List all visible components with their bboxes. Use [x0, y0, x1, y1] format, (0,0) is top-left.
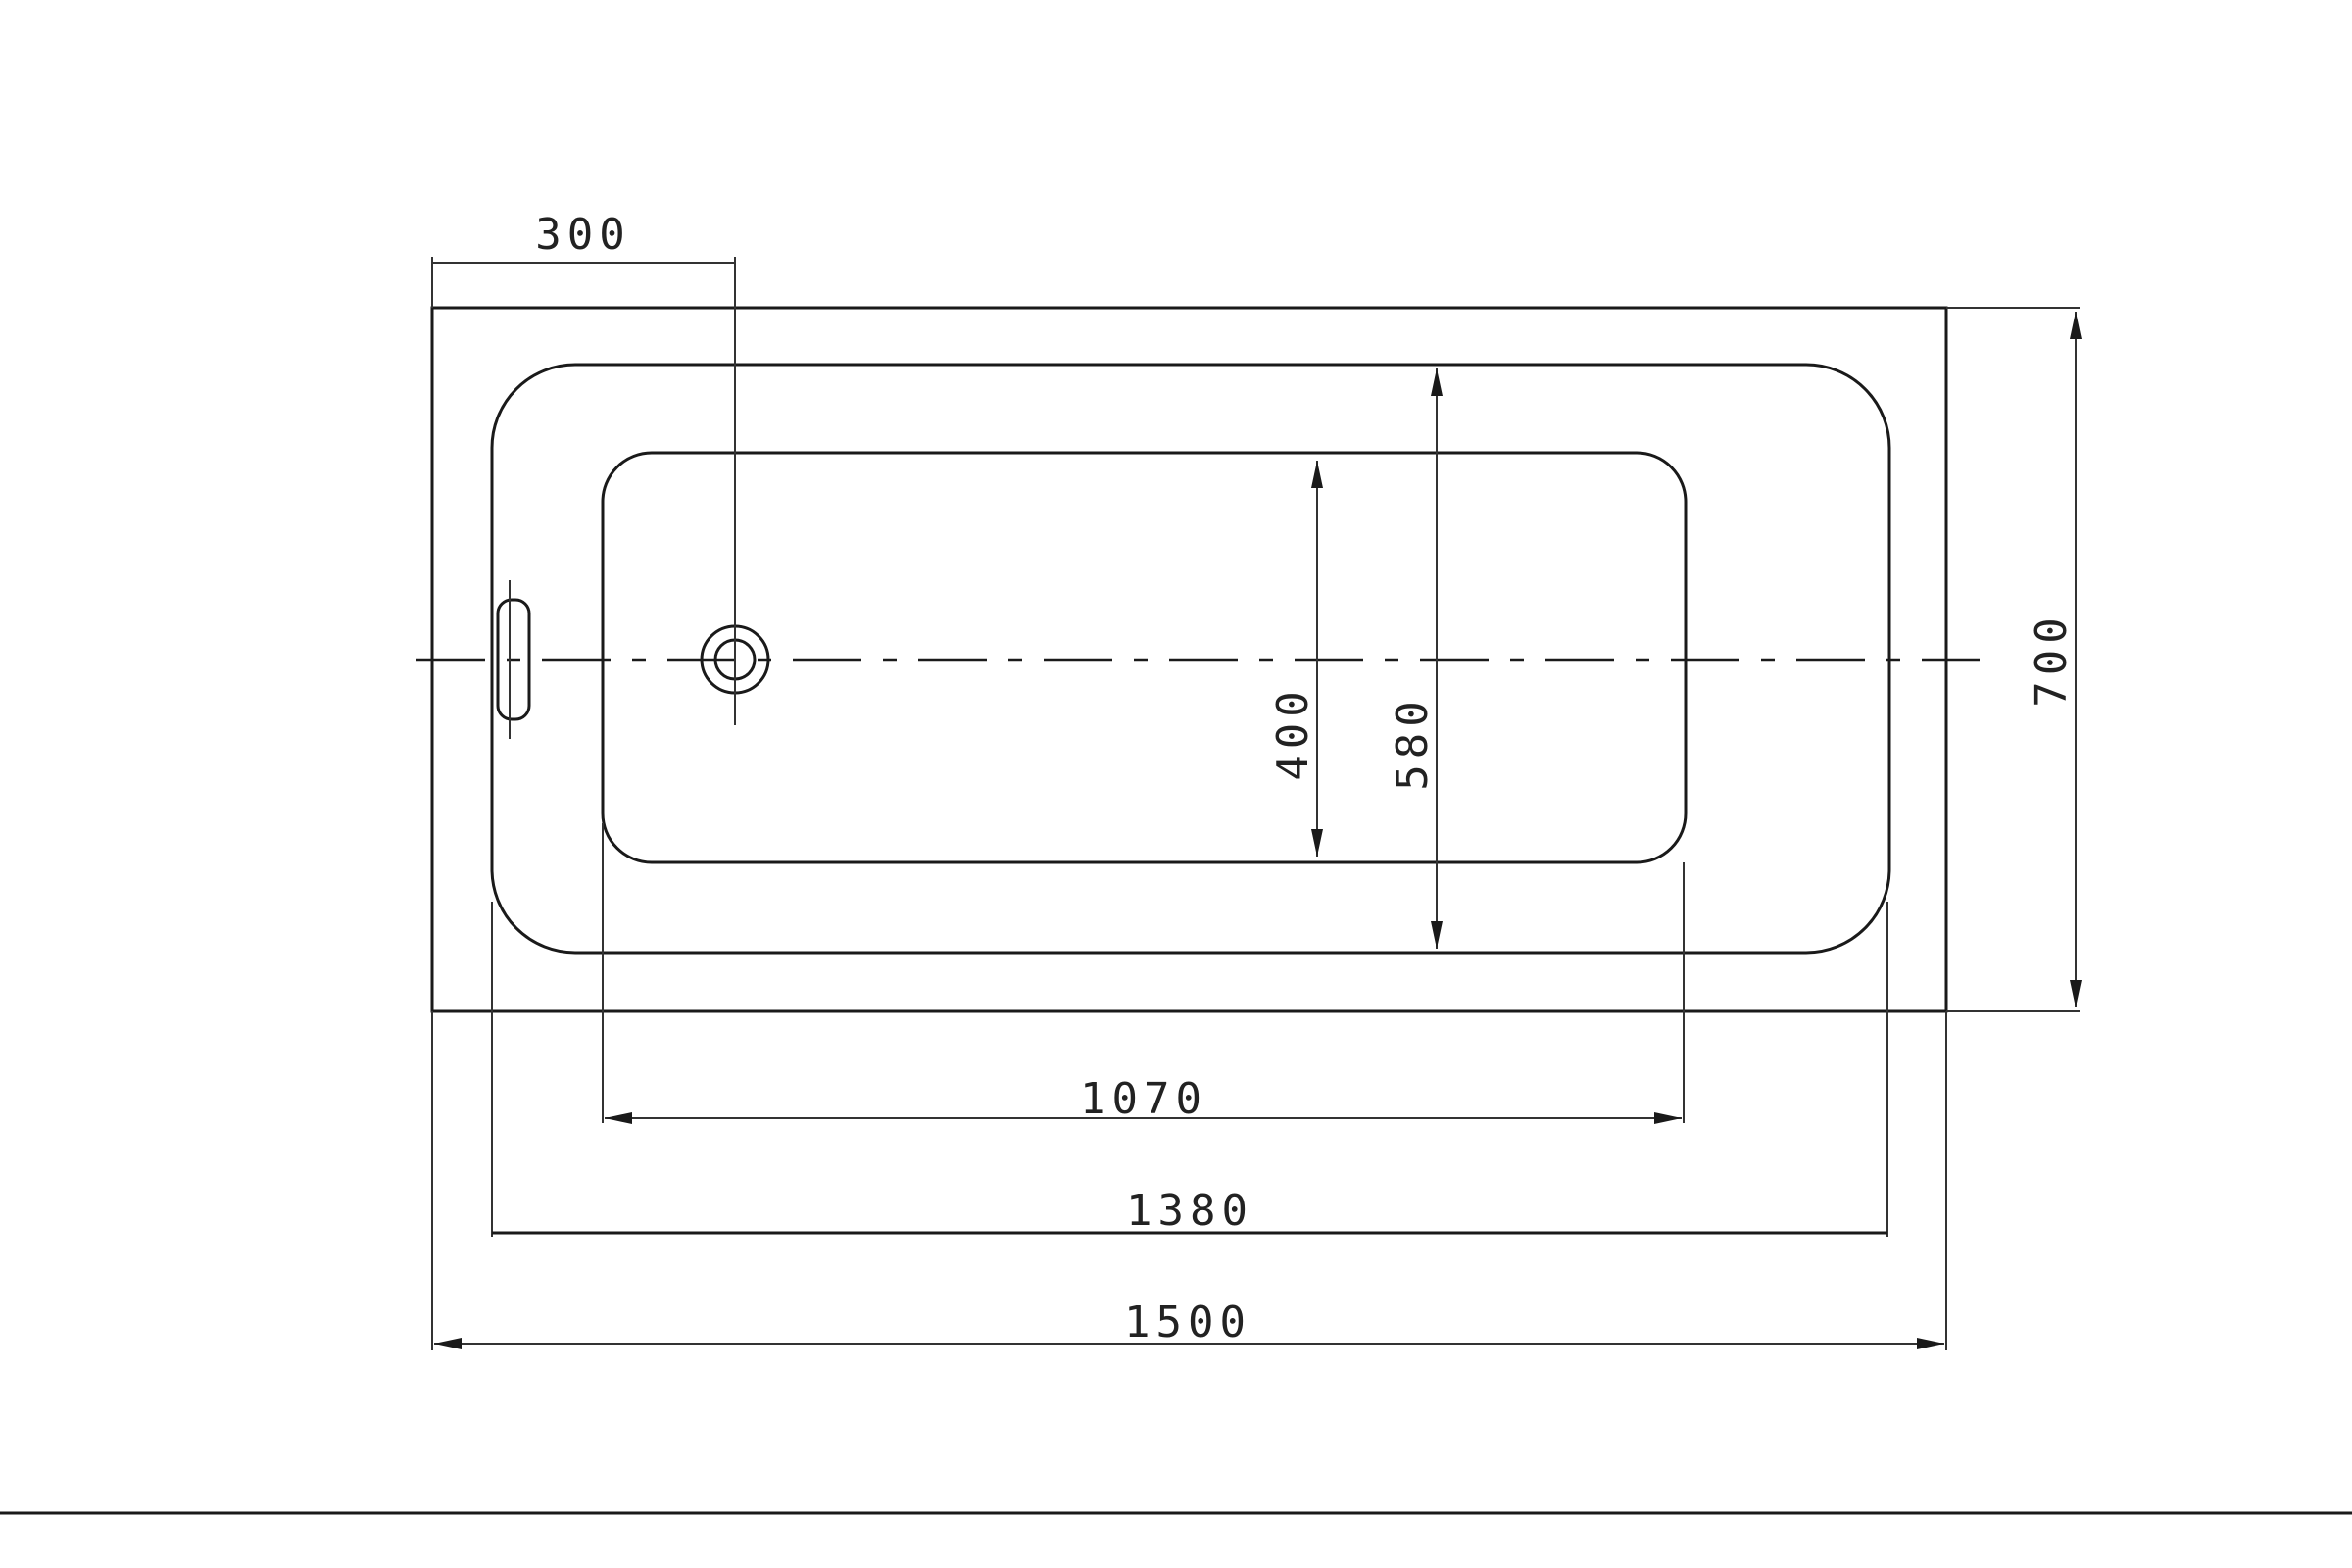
dimension-label-300: 300	[535, 210, 630, 260]
dimension-overall-length: 1500	[431, 1011, 1947, 1350]
dimension-overall-width: 700	[1946, 307, 2082, 1012]
dimension-label-1380: 1380	[1126, 1186, 1253, 1236]
dimension-label-400: 400	[1268, 685, 1318, 780]
dimension-inner-floor-length: 1070	[602, 823, 1685, 1124]
dimension-basin-width: 580	[1388, 368, 1443, 949]
dimension-label-580: 580	[1388, 695, 1438, 790]
dimension-label-1500: 1500	[1124, 1298, 1251, 1348]
dimension-basin-length: 1380	[491, 902, 1888, 1237]
inner-floor-outline	[601, 451, 1688, 864]
dimension-drain-offset: 300	[431, 210, 736, 725]
dimension-label-700: 700	[2027, 612, 2077, 707]
overflow-fitting	[496, 580, 531, 739]
dimension-label-1070: 1070	[1080, 1074, 1207, 1124]
dimension-inner-floor-width: 400	[1268, 461, 1323, 857]
